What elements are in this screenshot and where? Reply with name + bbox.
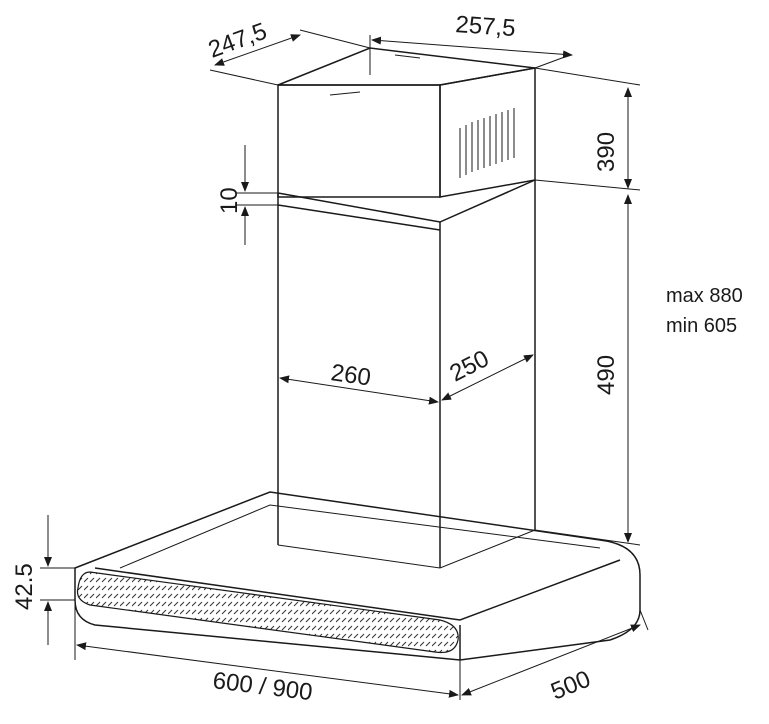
label-joint-gap: 10 (216, 187, 243, 214)
lower-chimney (277, 179, 536, 569)
label-canopy-thickness: 42.5 (11, 563, 38, 610)
label-upper-height: 390 (593, 132, 620, 172)
label-lower-height: 490 (593, 355, 620, 395)
vent-slots (459, 108, 515, 178)
canopy (74, 491, 641, 661)
label-chimney-depth: 250 (445, 345, 493, 387)
label-height-max: max 880 (666, 285, 743, 307)
label-canopy-depth: 500 (547, 666, 594, 706)
label-canopy-width: 600 / 900 (211, 667, 314, 706)
label-top-width: 257,5 (455, 11, 517, 42)
label-chimney-width: 260 (329, 359, 372, 391)
upper-chimney (277, 47, 536, 198)
dimension-lines (40, 29, 649, 700)
label-height-min: min 605 (666, 315, 737, 337)
